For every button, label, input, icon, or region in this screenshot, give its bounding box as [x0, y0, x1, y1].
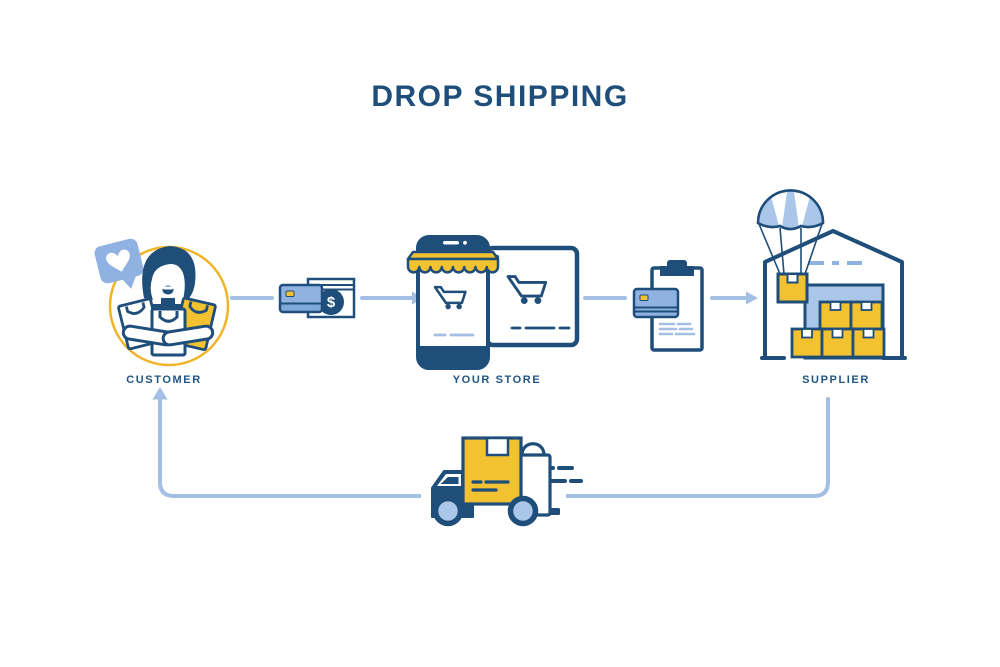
- wheel-icon: [432, 495, 464, 527]
- shopping-cart-icon: [506, 275, 548, 305]
- credit-card-icon: [278, 283, 324, 314]
- page-title: DROP SHIPPING: [371, 80, 629, 113]
- shopping-cart-icon: [433, 285, 467, 310]
- payment-icon: $: [278, 277, 356, 319]
- supplier-icon: [756, 189, 907, 360]
- wheel-icon: [507, 495, 539, 527]
- dollar-sign: $: [327, 294, 336, 311]
- delivery-truck-icon: [421, 425, 583, 533]
- browser-window: [484, 245, 580, 348]
- awning-icon: [406, 250, 500, 274]
- arrowhead-right-icon: [746, 291, 758, 305]
- customer-icon: [94, 238, 230, 367]
- hair: [142, 246, 196, 304]
- document-text-lines: [658, 322, 696, 336]
- order-clipboard-icon: [632, 260, 704, 352]
- truck-cargo-package: [461, 436, 523, 506]
- heart-speech-bubble-icon: [94, 238, 144, 289]
- box-stack-icon: [790, 300, 886, 359]
- parachute-icon: [756, 189, 825, 275]
- credit-card-icon: [632, 287, 680, 319]
- clipboard-clip: [660, 266, 694, 276]
- supplier-label: SUPPLIER: [802, 374, 870, 386]
- store-icon: [406, 235, 580, 370]
- store-label: YOUR STORE: [452, 374, 542, 386]
- arms: [121, 324, 215, 347]
- customer-label: CUSTOMER: [126, 374, 202, 386]
- parachute-package-icon: [776, 272, 809, 304]
- arrowhead-up-icon: [152, 387, 168, 400]
